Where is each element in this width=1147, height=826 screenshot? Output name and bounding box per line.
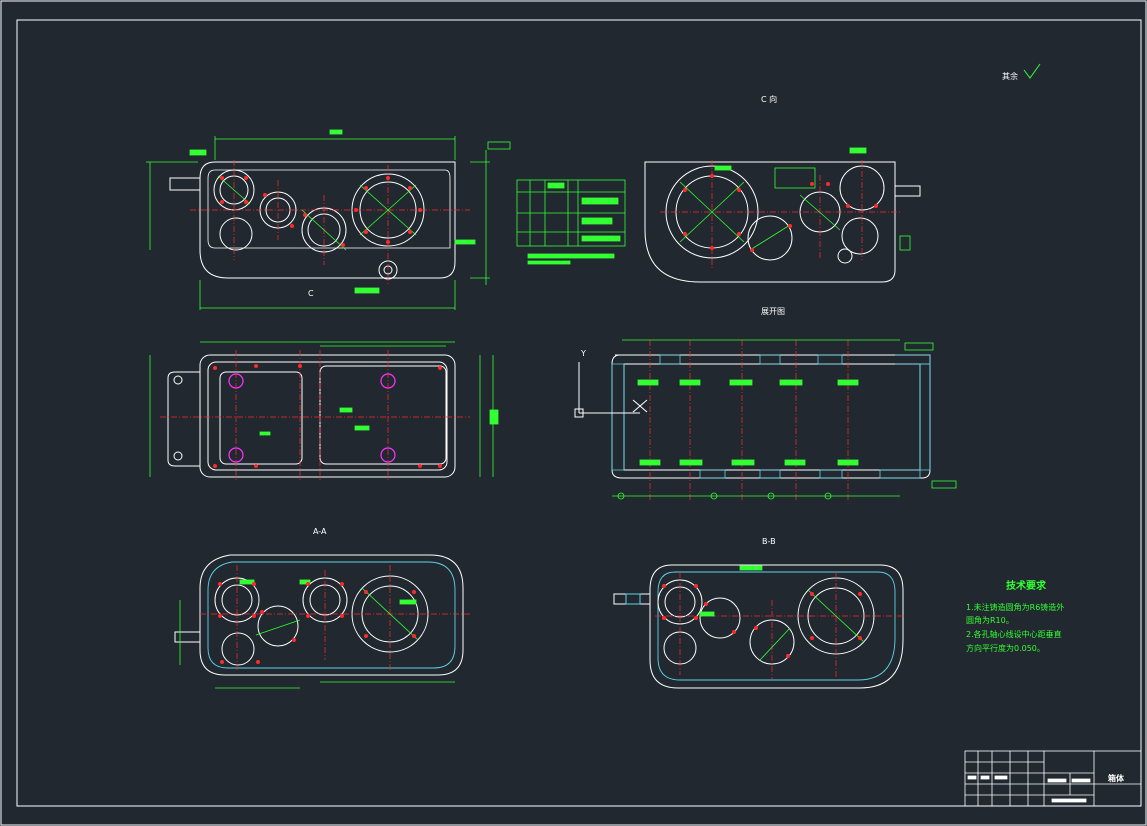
tech-line-2: 圆角为R10。	[966, 615, 1014, 625]
unfolded-view: 展开图 Y	[574, 307, 957, 500]
axis-y-label: Y	[580, 349, 586, 358]
view-c-title: C 向	[761, 94, 777, 104]
section-a-a: A-A	[174, 527, 470, 689]
section-aa-title: A-A	[313, 527, 327, 536]
view-c: C 向	[644, 94, 921, 283]
inner-frame	[16, 19, 1142, 807]
top-view	[149, 341, 499, 480]
title-block-name: 箱体	[1108, 773, 1125, 783]
front-view: C	[146, 129, 511, 310]
title-block	[964, 750, 1142, 807]
unfolded-title: 展开图	[761, 307, 785, 316]
tech-line-4: 方向平行度为0.050。	[966, 643, 1045, 653]
roughness-rest-label: 其余	[1002, 71, 1018, 81]
section-bb-title: B-B	[762, 537, 776, 546]
tech-requirements: 技术要求 1.未注铸造圆角为R6铸造外 圆角为R10。 2.各孔轴心线设中心距垂…	[966, 579, 1064, 653]
gear-data-table	[516, 179, 626, 265]
roughness-mark: 其余	[1002, 63, 1041, 81]
section-c-mark: C	[308, 289, 314, 298]
tech-title: 技术要求	[1006, 579, 1047, 592]
tech-line-3: 2.各孔轴心线设中心距垂直	[966, 629, 1062, 639]
tech-line-1: 1.未注铸造圆角为R6铸造外	[966, 602, 1064, 612]
section-b-b: B-B	[613, 537, 905, 689]
